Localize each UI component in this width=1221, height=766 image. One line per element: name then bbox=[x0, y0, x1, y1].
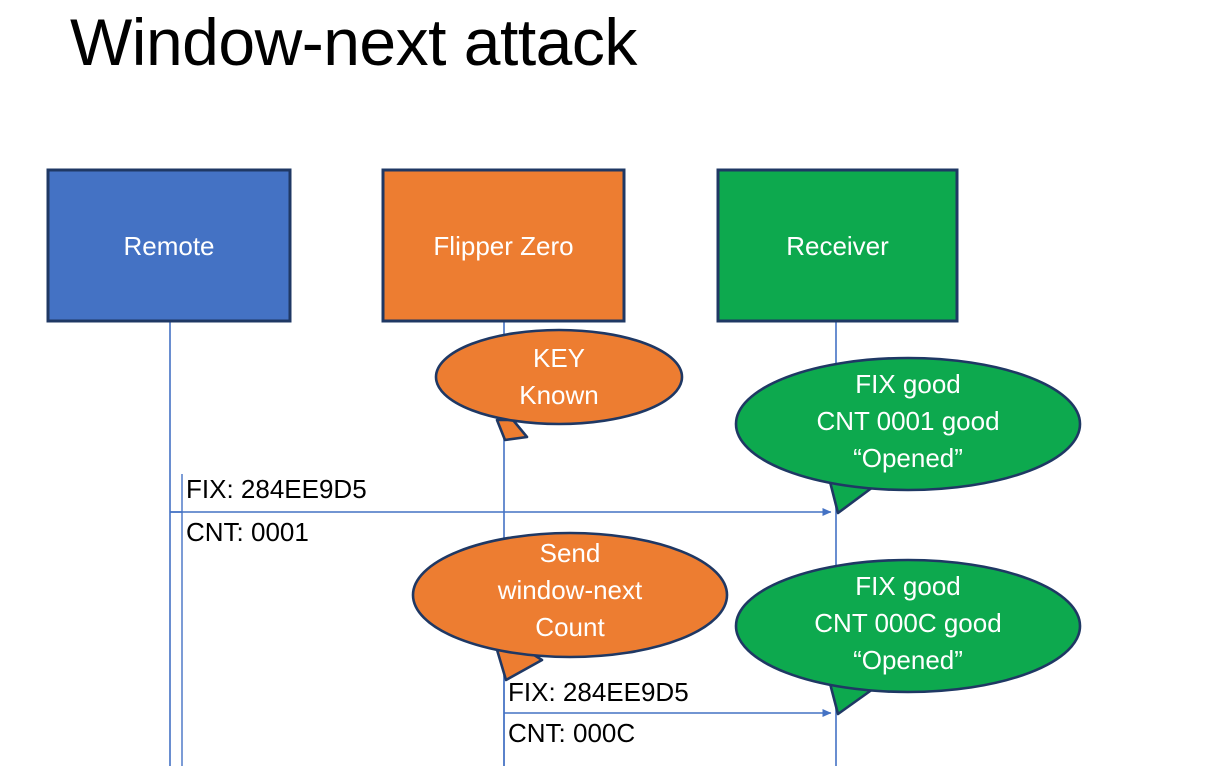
message-2-label-above: FIX: 284EE9D5 bbox=[508, 677, 689, 707]
callout-receiver-verdict-1[interactable] bbox=[734, 356, 1082, 515]
message-1-label-below: CNT: 0001 bbox=[186, 517, 309, 547]
message-2-label-below: CNT: 000C bbox=[508, 718, 636, 748]
actor-box-receiver[interactable] bbox=[716, 168, 959, 323]
page-title: Window-next attack bbox=[70, 5, 637, 79]
callout-bubble-receiver-verdict-2 bbox=[734, 558, 1082, 694]
callout-bubble-key-known bbox=[434, 328, 684, 426]
callout-bubble-receiver-verdict-1 bbox=[734, 356, 1082, 492]
callout-receiver-verdict-2[interactable] bbox=[734, 558, 1082, 716]
message-1-label-above: FIX: 284EE9D5 bbox=[186, 474, 367, 504]
callout-send-window-next[interactable] bbox=[411, 531, 729, 682]
actor-box-flipper[interactable] bbox=[381, 168, 626, 323]
callout-bubble-send-window-next bbox=[411, 531, 729, 659]
callout-key-known[interactable] bbox=[434, 328, 684, 442]
actor-box-remote[interactable] bbox=[46, 168, 292, 323]
